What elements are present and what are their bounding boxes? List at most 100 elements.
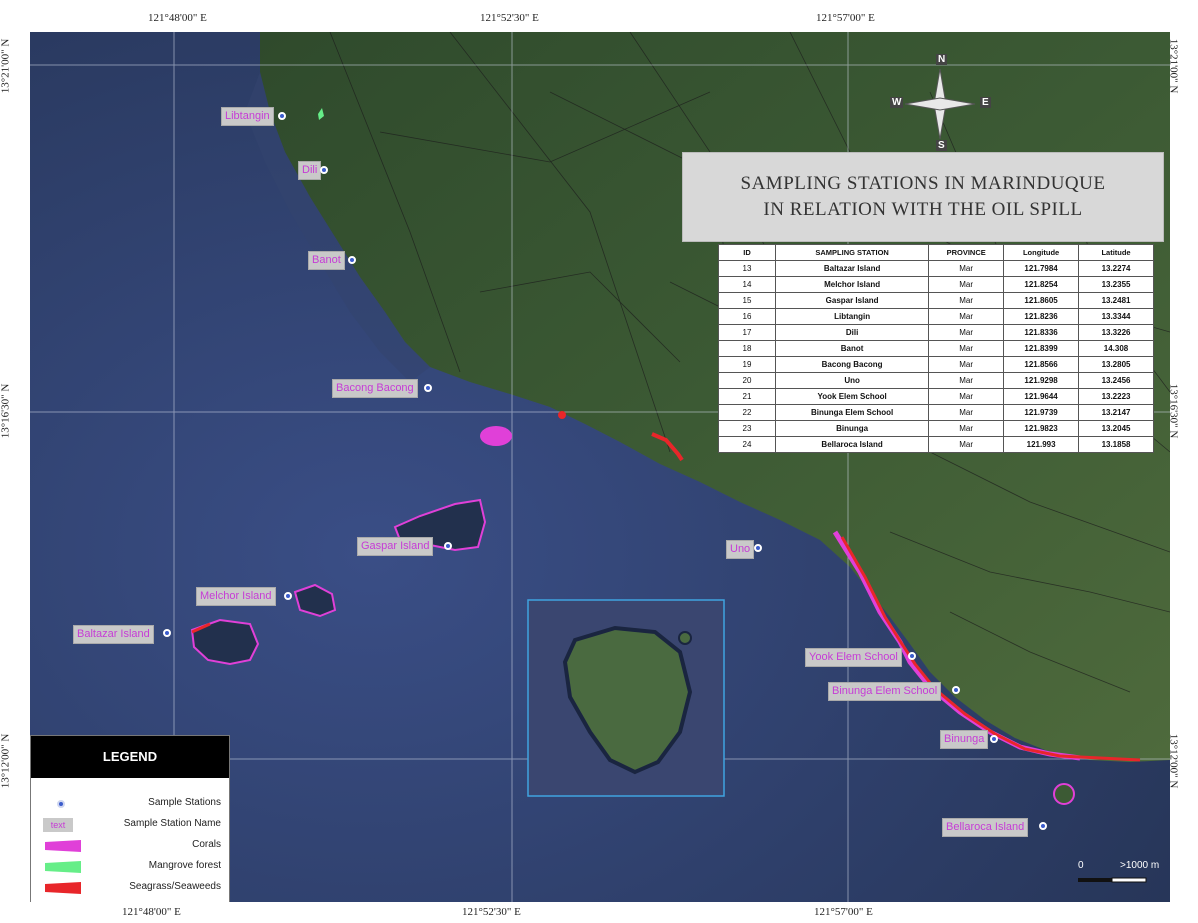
legend-label: Corals xyxy=(192,839,221,850)
table-cell: 21 xyxy=(717,388,777,405)
map-title: SAMPLING STATIONS IN MARINDUQUE IN RELAT… xyxy=(682,152,1164,242)
table-cell: 13 xyxy=(717,260,777,277)
table-cell: Mar xyxy=(928,292,1005,309)
station-dot[interactable] xyxy=(908,652,916,660)
station-label: Binunga Elem School xyxy=(828,682,942,701)
text-box-sample: text xyxy=(43,818,73,832)
coord-top-1: 121°48'00" E xyxy=(148,12,207,24)
table-cell: 13.2274 xyxy=(1078,260,1154,277)
map-frame[interactable]: N S W E SAMPLING STATIONS IN MARINDUQUE … xyxy=(30,32,1170,902)
table-cell: 121.9739 xyxy=(1003,404,1080,421)
legend: LEGEND Sample Stations text Sample Stati… xyxy=(30,735,230,902)
table-cell: Mar xyxy=(928,372,1005,389)
legend-label: Sample Station Name xyxy=(123,818,221,829)
table-cell: 121.993 xyxy=(1003,436,1080,453)
coral-swatch-icon xyxy=(43,839,83,853)
coord-left-3: 13°12'00" N xyxy=(0,733,12,789)
coord-bottom-1: 121°48'00" E xyxy=(122,906,181,918)
table-cell: 13.1858 xyxy=(1078,436,1154,453)
table-cell: Bacong Bacong xyxy=(775,356,930,373)
table-cell: 13.2481 xyxy=(1078,292,1154,309)
legend-item-corals: Corals xyxy=(31,836,229,856)
compass-s: S xyxy=(936,140,947,151)
table-header: SAMPLING STATION xyxy=(775,244,930,261)
station-label: Libtangin xyxy=(221,107,274,126)
coord-bottom-2: 121°52'30" E xyxy=(462,906,521,918)
compass-n: N xyxy=(936,54,948,65)
table-cell: 17 xyxy=(717,324,777,341)
table-cell: Dili xyxy=(775,324,930,341)
table-cell: Mar xyxy=(928,340,1005,357)
station-dot[interactable] xyxy=(284,592,292,600)
station-dot[interactable] xyxy=(348,256,356,264)
legend-title: LEGEND xyxy=(31,736,229,778)
legend-item-stations: Sample Stations xyxy=(31,794,229,814)
station-dot[interactable] xyxy=(320,166,328,174)
scale-end: >1000 m xyxy=(1120,860,1160,871)
legend-item-names: text Sample Station Name xyxy=(31,815,229,835)
coral-patch xyxy=(480,426,512,446)
table-cell: 16 xyxy=(717,308,777,325)
station-dot[interactable] xyxy=(163,629,171,637)
station-dot-icon xyxy=(43,797,83,811)
table-cell: 13.2805 xyxy=(1078,356,1154,373)
station-label: Baltazar Island xyxy=(73,625,154,644)
compass-rose-icon xyxy=(904,68,976,140)
station-dot[interactable] xyxy=(990,735,998,743)
table-cell: Binunga Elem School xyxy=(775,404,930,421)
table-cell: 121.8566 xyxy=(1003,356,1080,373)
table-cell: 22 xyxy=(717,404,777,421)
map-title-line-1: SAMPLING STATIONS IN MARINDUQUE xyxy=(740,173,1106,194)
table-header: Latitude xyxy=(1078,244,1154,261)
mangrove-patch xyxy=(318,108,324,120)
table-cell: 13.3344 xyxy=(1078,308,1154,325)
map-title-line-2: IN RELATION WITH THE OIL SPILL xyxy=(763,199,1083,220)
station-dot[interactable] xyxy=(424,384,432,392)
station-dot[interactable] xyxy=(952,686,960,694)
station-label: Bellaroca Island xyxy=(942,818,1029,837)
station-label: Uno xyxy=(726,540,755,559)
coord-top-3: 121°57'00" E xyxy=(816,12,875,24)
table-cell: 13.2355 xyxy=(1078,276,1154,293)
table-cell: 121.8336 xyxy=(1003,324,1080,341)
coord-bottom-3: 121°57'00" E xyxy=(814,906,873,918)
table-cell: 20 xyxy=(717,372,777,389)
baltazar-island xyxy=(190,618,260,666)
table-cell: Mar xyxy=(928,260,1005,277)
table-cell: 24 xyxy=(717,436,777,453)
table-cell: 19 xyxy=(717,356,777,373)
legend-item-mangrove: Mangrove forest xyxy=(31,857,229,877)
compass-e: E xyxy=(980,97,991,108)
legend-label: Mangrove forest xyxy=(148,860,221,871)
station-dot[interactable] xyxy=(278,112,286,120)
station-dot[interactable] xyxy=(444,542,452,550)
table-cell: Mar xyxy=(928,420,1005,437)
station-label: Bacong Bacong xyxy=(332,379,418,398)
station-dot[interactable] xyxy=(1039,822,1047,830)
seagrass-swatch-icon xyxy=(43,881,83,895)
table-cell: 13.2147 xyxy=(1078,404,1154,421)
coord-left-2: 13°16'30" N xyxy=(0,383,12,439)
table-cell: 13.3226 xyxy=(1078,324,1154,341)
station-label: Banot xyxy=(308,251,345,270)
table-cell: 121.9644 xyxy=(1003,388,1080,405)
table-cell: 15 xyxy=(717,292,777,309)
table-cell: Mar xyxy=(928,324,1005,341)
table-cell: 121.9823 xyxy=(1003,420,1080,437)
station-dot[interactable] xyxy=(754,544,762,552)
table-cell: 13.2223 xyxy=(1078,388,1154,405)
table-cell: Yook Elem School xyxy=(775,388,930,405)
text-box-icon: text xyxy=(43,818,83,832)
table-cell: 18 xyxy=(717,340,777,357)
table-cell: 14 xyxy=(717,276,777,293)
table-cell: 121.7984 xyxy=(1003,260,1080,277)
station-label: Binunga xyxy=(940,730,989,749)
station-label: Yook Elem School xyxy=(805,648,902,667)
mangrove-swatch-icon xyxy=(43,860,83,874)
table-cell: Baltazar Island xyxy=(775,260,930,277)
